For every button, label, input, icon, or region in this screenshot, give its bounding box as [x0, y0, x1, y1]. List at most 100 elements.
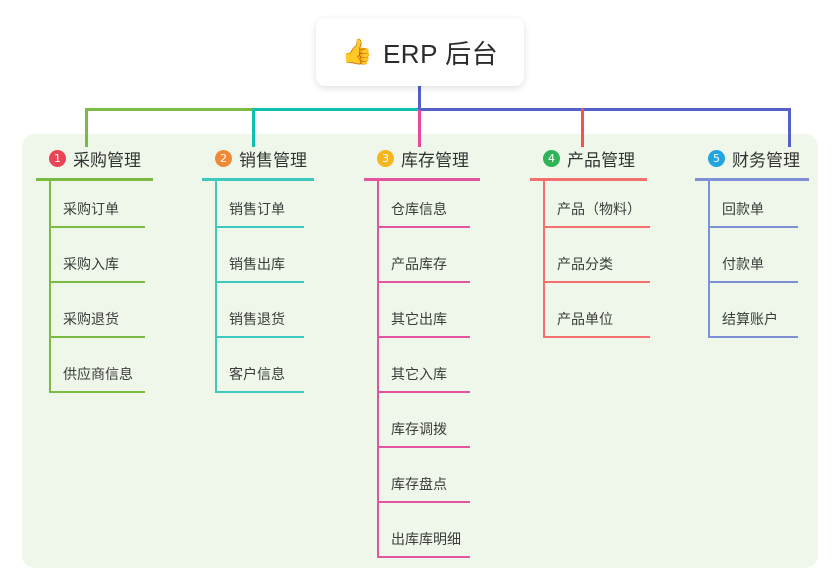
branch-number-badge: 4 [543, 149, 560, 167]
leaf-node-rule [543, 226, 650, 228]
leaf-node-rule [543, 281, 650, 283]
leaf-node[interactable]: 其它出库 [364, 291, 524, 346]
leaf-node-rule [377, 336, 470, 338]
leaf-node-label: 销售退货 [229, 311, 285, 327]
leaf-node[interactable]: 库存盘点 [364, 456, 524, 511]
leaf-node-rule [377, 226, 470, 228]
teal-segment [252, 108, 420, 111]
drop-4 [581, 108, 584, 147]
leaf-node-rule [215, 226, 304, 228]
leaf-node-label: 其它入库 [391, 366, 447, 382]
leaf-node-label: 采购入库 [63, 256, 119, 272]
branch-title: 财务管理 [732, 150, 800, 170]
leaf-node[interactable]: 仓库信息 [364, 181, 524, 236]
branch-title: 产品管理 [567, 150, 635, 170]
branch-spine [215, 181, 217, 393]
leaf-node-rule [377, 556, 470, 558]
leaf-node[interactable]: 回款单 [695, 181, 839, 236]
leaf-node-label: 仓库信息 [391, 201, 447, 217]
branch-heading-4[interactable]: 4 产品管理 [530, 145, 690, 171]
branch-spine [49, 181, 51, 393]
branch-items: 仓库信息产品库存其它出库其它入库库存调拨库存盘点出库库明细 [364, 181, 524, 566]
root-node-card[interactable]: 👍 ERP 后台 [316, 18, 524, 86]
leaf-node[interactable]: 产品（物料） [530, 181, 690, 236]
branch-title: 采购管理 [73, 150, 141, 170]
leaf-node-label: 产品库存 [391, 256, 447, 272]
leaf-node[interactable]: 产品分类 [530, 236, 690, 291]
leaf-node[interactable]: 采购订单 [36, 181, 186, 236]
leaf-node-rule [377, 501, 470, 503]
branch-spine [377, 181, 379, 558]
root-node-title: ERP 后台 [382, 38, 499, 69]
leaf-node[interactable]: 客户信息 [202, 346, 352, 401]
leaf-node-rule [543, 336, 650, 338]
branch-number-badge: 1 [49, 149, 66, 167]
leaf-node-label: 产品（物料） [557, 201, 641, 217]
branch-title: 销售管理 [239, 150, 307, 170]
leaf-node[interactable]: 销售退货 [202, 291, 352, 346]
branch-items: 产品（物料） 产品分类产品单位 [530, 181, 690, 346]
diagram-background-panel [22, 134, 818, 568]
branch-heading-2[interactable]: 2 销售管理 [202, 145, 352, 171]
leaf-node-label: 出库库明细 [391, 531, 461, 547]
leaf-node-label: 销售出库 [229, 256, 285, 272]
thumbs-up-icon: 👍 [341, 37, 373, 66]
branch-heading-rule [202, 178, 314, 181]
leaf-node[interactable]: 结算账户 [695, 291, 839, 346]
branch-heading-3[interactable]: 3 库存管理 [364, 145, 524, 171]
leaf-node[interactable]: 其它入库 [364, 346, 524, 401]
leaf-node-label: 付款单 [722, 256, 764, 272]
leaf-node-label: 产品分类 [557, 256, 613, 272]
leaf-node[interactable]: 付款单 [695, 236, 839, 291]
leaf-node[interactable]: 采购入库 [36, 236, 186, 291]
branch-items: 采购订单采购入库采购退货供应商信息 [36, 181, 186, 401]
leaf-node-rule [49, 336, 145, 338]
branch-column-4: 4 产品管理产品（物料） 产品分类产品单位 [530, 145, 690, 346]
leaf-node-rule [215, 336, 304, 338]
leaf-node-rule [215, 281, 304, 283]
branch-heading-1[interactable]: 1 采购管理 [36, 145, 186, 171]
green-segment [85, 108, 254, 111]
leaf-node[interactable]: 供应商信息 [36, 346, 186, 401]
branch-heading-rule [530, 178, 647, 181]
drop-5 [788, 108, 791, 147]
branch-title: 库存管理 [401, 150, 469, 170]
blue-segment [418, 108, 790, 111]
leaf-node-label: 结算账户 [722, 311, 778, 327]
leaf-node-rule [49, 281, 145, 283]
branch-number-badge: 5 [708, 149, 725, 167]
branch-heading-rule [36, 178, 153, 181]
leaf-node[interactable]: 产品库存 [364, 236, 524, 291]
leaf-node-rule [49, 226, 145, 228]
leaf-node-label: 其它出库 [391, 311, 447, 327]
leaf-node-rule [377, 391, 470, 393]
leaf-node-rule [708, 336, 798, 338]
leaf-node[interactable]: 产品单位 [530, 291, 690, 346]
leaf-node-label: 回款单 [722, 201, 764, 217]
leaf-node[interactable]: 销售订单 [202, 181, 352, 236]
leaf-node[interactable]: 出库库明细 [364, 511, 524, 566]
branch-column-2: 2 销售管理销售订单销售出库销售退货客户信息 [202, 145, 352, 401]
branch-spine [543, 181, 545, 338]
leaf-node-label: 供应商信息 [63, 366, 133, 382]
leaf-node[interactable]: 库存调拨 [364, 401, 524, 456]
branch-column-3: 3 库存管理仓库信息产品库存其它出库其它入库库存调拨库存盘点出库库明细 [364, 145, 524, 566]
leaf-node-rule [377, 281, 470, 283]
leaf-node[interactable]: 采购退货 [36, 291, 186, 346]
leaf-node-label: 采购订单 [63, 201, 119, 217]
drop-3 [418, 108, 421, 147]
leaf-node-rule [377, 446, 470, 448]
leaf-node[interactable]: 销售出库 [202, 236, 352, 291]
leaf-node-rule [708, 281, 798, 283]
leaf-node-label: 库存盘点 [391, 476, 447, 492]
branch-column-5: 5 财务管理回款单付款单结算账户 [695, 145, 839, 346]
leaf-node-label: 采购退货 [63, 311, 119, 327]
branch-heading-5[interactable]: 5 财务管理 [695, 145, 839, 171]
root-stem-connector [418, 84, 421, 110]
leaf-node-label: 客户信息 [229, 366, 285, 382]
branch-number-badge: 3 [377, 149, 394, 167]
branch-number-badge: 2 [215, 149, 232, 167]
branch-heading-rule [364, 178, 480, 181]
drop-2 [252, 108, 255, 147]
branch-items: 回款单付款单结算账户 [695, 181, 839, 346]
